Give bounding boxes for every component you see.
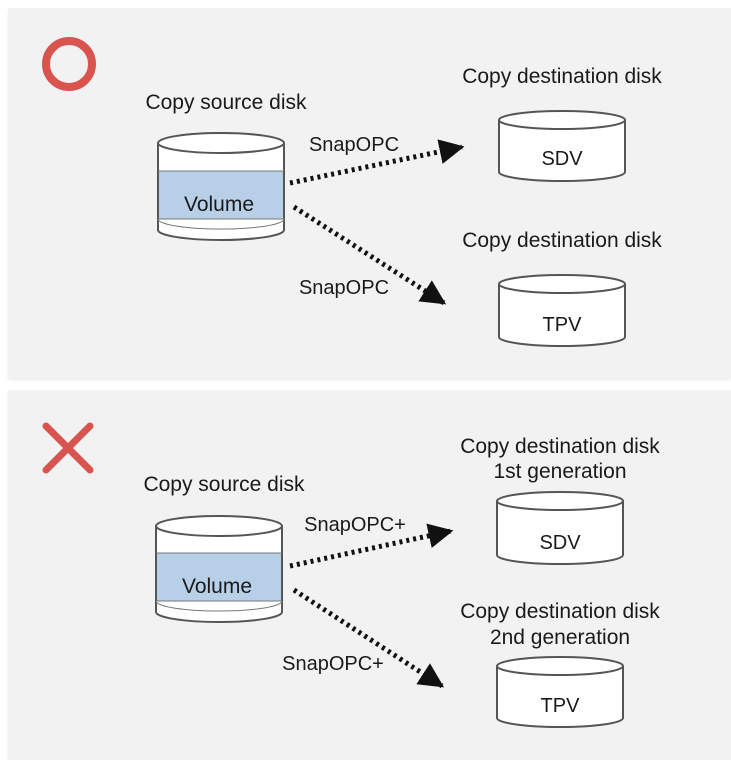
dest-disk-tpv bbox=[498, 274, 626, 347]
circle-icon bbox=[42, 37, 96, 91]
volume-label-2: Volume bbox=[182, 575, 252, 598]
dest-disk-label-2: Copy destination disk bbox=[462, 229, 662, 252]
snapopc-arrow-1 bbox=[289, 139, 465, 186]
volume-label: Volume bbox=[184, 193, 254, 216]
source-disk-label-2: Copy source disk bbox=[143, 473, 305, 496]
arrow-label-3: SnapOPC+ bbox=[304, 514, 406, 536]
source-disk bbox=[157, 132, 285, 241]
dest-disk-sublabel-4: 2nd generation bbox=[490, 626, 630, 649]
cross-icon bbox=[42, 422, 94, 474]
arrow-label-4: SnapOPC+ bbox=[282, 653, 384, 675]
dest-disk-label-4: Copy destination disk bbox=[460, 600, 660, 623]
dest-disk-sdv-2 bbox=[496, 491, 624, 565]
dest-disk-label-3: Copy destination disk bbox=[460, 435, 660, 458]
dest-disk-label-1: Copy destination disk bbox=[462, 65, 662, 88]
dest-disk-sublabel-3: 1st generation bbox=[493, 460, 626, 483]
source-disk-label: Copy source disk bbox=[145, 91, 307, 114]
dest-disk-tpv-2 bbox=[496, 656, 624, 728]
snapopc-plus-arrow-2 bbox=[292, 587, 445, 689]
tpv-label-2: TPV bbox=[541, 695, 581, 717]
snapopc-plus-arrow-1 bbox=[289, 523, 454, 569]
arrow-label-2: SnapOPC bbox=[299, 277, 389, 299]
dest-disk-sdv bbox=[498, 110, 626, 182]
sdv-label: SDV bbox=[541, 148, 583, 170]
source-disk-2 bbox=[155, 515, 283, 623]
snapopc-arrow-2 bbox=[292, 204, 447, 306]
sdv-label-2: SDV bbox=[539, 532, 581, 554]
arrow-label-1: SnapOPC bbox=[309, 134, 399, 156]
tpv-label: TPV bbox=[543, 314, 583, 336]
